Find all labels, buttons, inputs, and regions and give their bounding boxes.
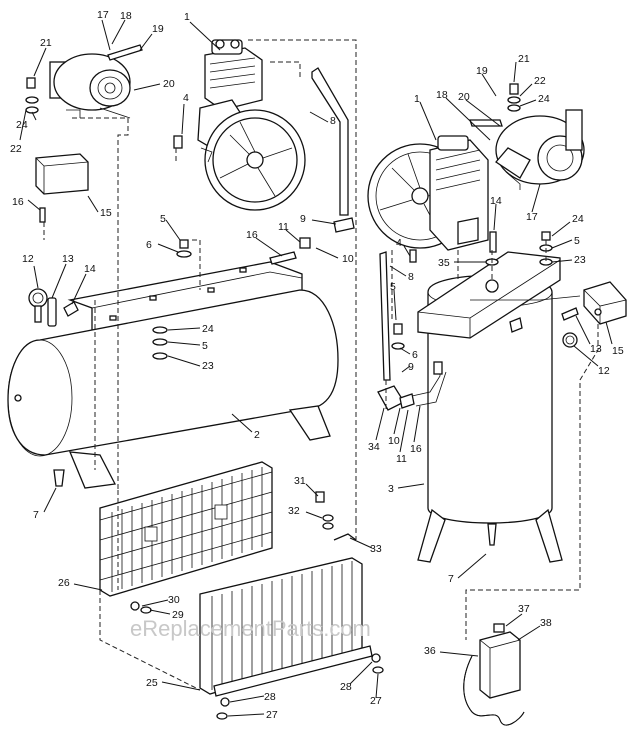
callout-h-24b: 24: [202, 323, 214, 335]
callout-v-6: 6: [412, 349, 418, 361]
callout-v-11: 11: [396, 453, 407, 465]
callout-h-20: 20: [163, 78, 175, 90]
callout-h-24: 24: [16, 119, 28, 131]
callout-h-15: 15: [100, 207, 112, 219]
callout-h-12: 12: [22, 253, 34, 265]
callout-h-33: 33: [370, 543, 382, 555]
callout-v-34: 34: [368, 441, 380, 453]
watermark: eReplacementParts.com: [130, 616, 371, 641]
callout-h-28: 28: [264, 691, 276, 703]
callout-h-17: 17: [97, 9, 109, 21]
callout-v-37: 37: [518, 603, 530, 615]
hardware-horizontal: [25, 77, 311, 487]
callout-v-18: 18: [436, 89, 448, 101]
horizontal-tank: [7, 289, 339, 489]
motor-horizontal: [49, 44, 143, 119]
callout-v-35: 35: [438, 257, 450, 269]
hardware-vertical: [377, 83, 553, 411]
callout-h-13: 13: [62, 253, 74, 265]
callout-h-4: 4: [183, 92, 189, 104]
callout-h-1: 1: [184, 11, 190, 23]
discharge-tube-horizontal: [311, 67, 349, 216]
mounting-plate-horizontal: [67, 261, 303, 341]
pump-vertical: [367, 135, 489, 251]
callout-v-5: 5: [574, 235, 580, 247]
callout-h-25: 25: [146, 677, 158, 689]
belt-guard-front: [199, 557, 373, 697]
callout-v-24b: 24: [572, 213, 584, 225]
callout-v-20: 20: [458, 91, 470, 103]
callout-h-21: 21: [40, 37, 52, 49]
callout-h-29: 29: [172, 609, 184, 621]
callout-v-15: 15: [612, 345, 624, 357]
callout-h-30: 30: [168, 594, 180, 606]
callout-v-10: 10: [388, 435, 400, 447]
callout-h-28b: 28: [340, 681, 352, 693]
callout-v-12: 12: [598, 365, 610, 377]
callout-v-7: 7: [448, 573, 454, 585]
callout-v-19: 19: [476, 65, 488, 77]
pressure-switch-horizontal: [35, 153, 89, 223]
callout-h-27: 27: [266, 709, 278, 721]
callout-h-5a: 5: [160, 213, 166, 225]
callout-h-19: 19: [152, 23, 164, 35]
callout-v-23: 23: [574, 254, 586, 266]
callout-h-26: 26: [58, 577, 70, 589]
callout-h-5b: 5: [202, 340, 208, 352]
callout-h-16b: 16: [246, 229, 258, 241]
callout-h-14: 14: [84, 263, 96, 275]
callout-h-18: 18: [120, 10, 132, 22]
callout-v-22: 22: [534, 75, 546, 87]
belt-guard-back: [99, 461, 273, 597]
callout-v-24: 24: [538, 93, 550, 105]
callout-h-11: 11: [278, 221, 289, 233]
fitting-9-horizontal: [333, 217, 355, 233]
leaders-horizontal: [19, 19, 379, 717]
callout-labels: 17 18 19 1 21 20 4 24 22 8 16 15 9 5 6 1…: [10, 9, 624, 721]
callout-h-9: 9: [300, 213, 306, 225]
callout-v-5b: 5: [390, 281, 396, 293]
callout-v-36: 36: [424, 645, 436, 657]
callout-v-4: 4: [396, 237, 402, 249]
mounting-plate-vertical: [417, 251, 561, 339]
gauge-horizontal: [28, 288, 79, 327]
callout-h-10: 10: [342, 253, 354, 265]
callout-v-9: 9: [408, 361, 414, 373]
callout-h-7: 7: [33, 509, 39, 521]
callout-v-38: 38: [540, 617, 552, 629]
cord-assembly: [463, 623, 525, 726]
callout-h-8: 8: [330, 115, 336, 127]
callout-h-32: 32: [288, 505, 300, 517]
callout-h-31: 31: [294, 475, 306, 487]
callout-h-22: 22: [10, 143, 22, 155]
leaders-vertical: [375, 61, 613, 657]
callout-h-2: 2: [254, 429, 260, 441]
callout-v-17: 17: [526, 211, 538, 223]
assembly-lines-horizontal: [43, 39, 357, 691]
callout-h-16: 16: [12, 196, 24, 208]
callout-h-6: 6: [146, 239, 152, 251]
callout-v-8: 8: [408, 271, 414, 283]
callout-h-27b: 27: [370, 695, 382, 707]
pump-horizontal: [197, 39, 306, 211]
vertical-tank: [417, 274, 563, 563]
callout-v-16: 16: [410, 443, 422, 455]
pressure-switch-vertical: [470, 281, 627, 325]
callout-v-3: 3: [388, 483, 394, 495]
callout-h-23: 23: [202, 360, 214, 372]
callout-v-13: 13: [590, 343, 602, 355]
callout-v-1: 1: [414, 93, 420, 105]
assembly-lines-vertical: [385, 240, 599, 640]
callout-v-14: 14: [490, 195, 502, 207]
callout-v-21: 21: [518, 53, 530, 65]
gauge-vertical: [509, 317, 578, 348]
